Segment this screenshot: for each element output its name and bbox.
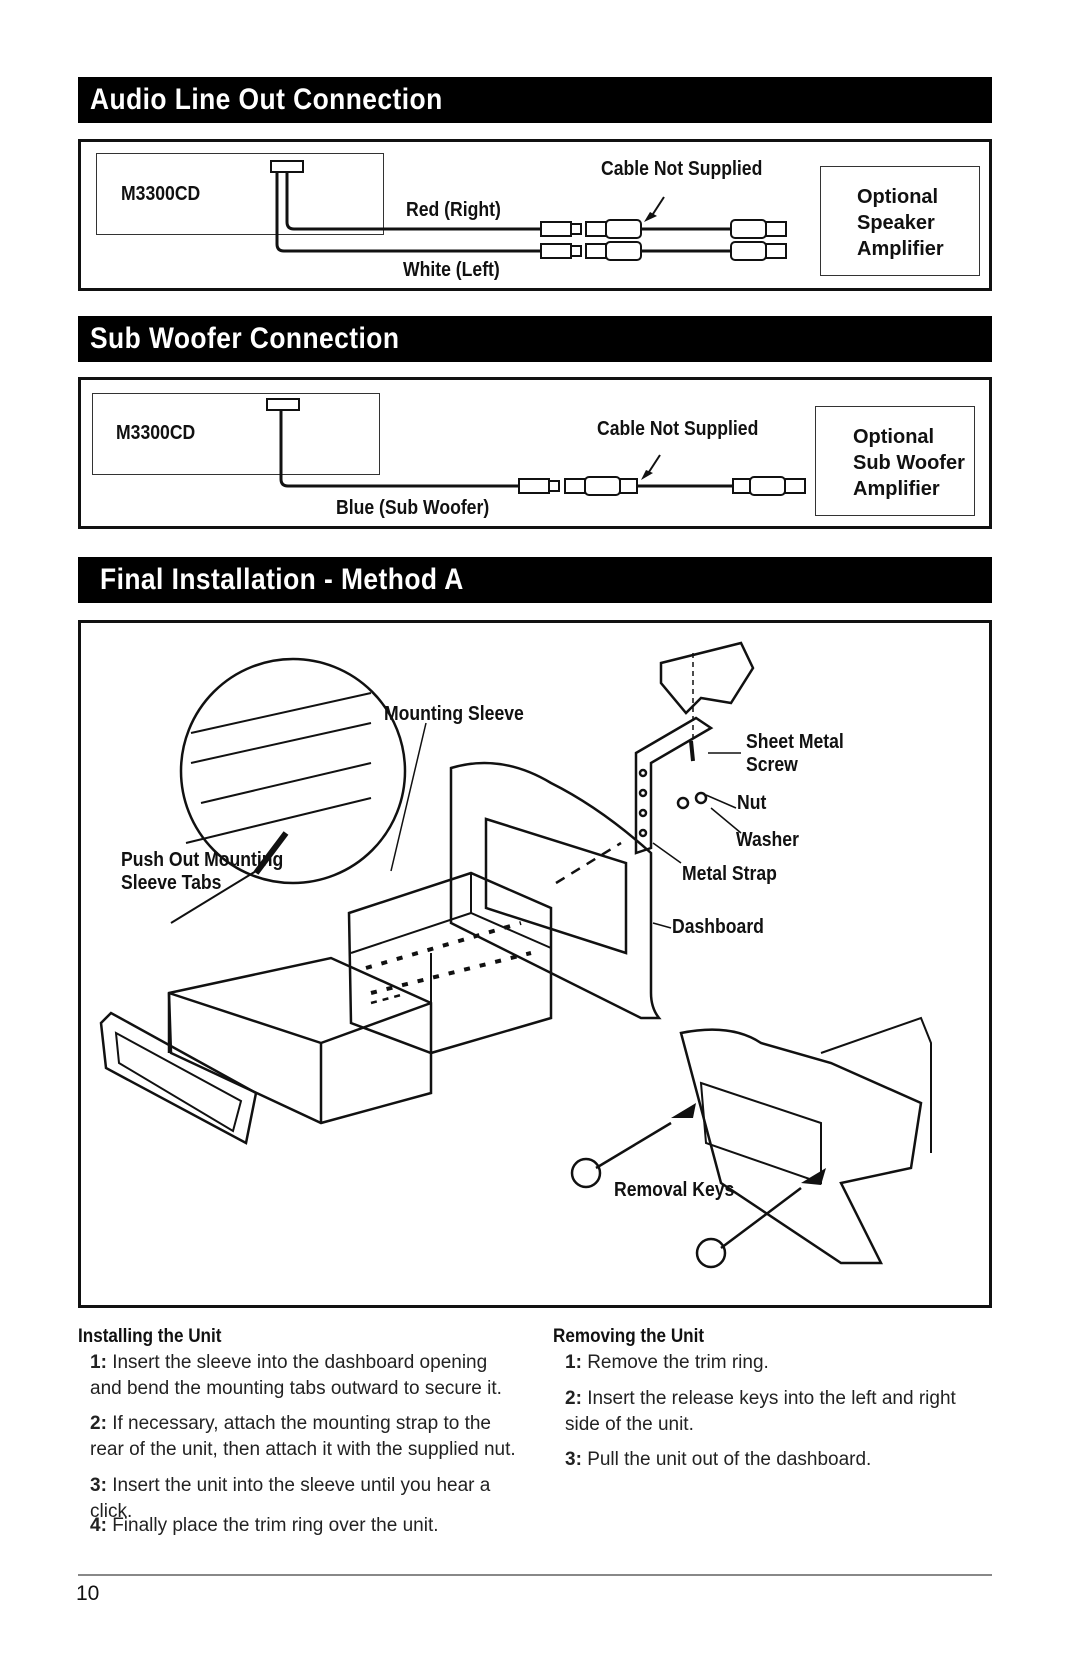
sub-woofer-diagram: M3300CD Blue (Sub Woofer) Cable Not Supp… [78, 377, 992, 529]
installing-step-2: 2: If necessary, attach the mounting str… [90, 1413, 516, 1460]
nut-label: Nut [737, 792, 767, 814]
unit-label: M3300CD [116, 422, 196, 444]
metal-strap-label: Metal Strap [682, 863, 777, 885]
installing-step-4: 4: Finally place the trim ring over the … [90, 1515, 439, 1536]
installing-heading: Installing the Unit [78, 1326, 222, 1347]
amplifier-label: Optional Speaker Amplifier [857, 186, 944, 260]
amplifier-label: Optional Sub Woofer Amplifier [853, 426, 965, 500]
removing-step-1: 1: Remove the trim ring. [565, 1352, 769, 1373]
section-title-sub-woofer: Sub Woofer Connection [78, 316, 992, 362]
mounting-sleeve-label: Mounting Sleeve [384, 703, 524, 725]
removing-step-3: 3: Pull the unit out of the dashboard. [565, 1449, 872, 1470]
red-right-label: Red (Right) [406, 199, 501, 221]
amplifier-box [815, 406, 975, 516]
removal-keys-label: Removal Keys [614, 1179, 735, 1201]
white-left-label: White (Left) [403, 259, 500, 281]
installing-step-1: 1: Insert the sleeve into the dashboard … [90, 1352, 502, 1399]
page-number: 10 [76, 1582, 100, 1605]
footer-rule [78, 1574, 992, 1576]
audio-line-out-diagram: M3300CD Red (Right) White (Left) Cable N… [78, 139, 992, 291]
installing-step-3: 3: Insert the unit into the sleeve until… [90, 1475, 491, 1522]
installation-illustration [99, 641, 932, 1269]
section-title-audio-line-out: Audio Line Out Connection [78, 77, 992, 123]
removing-heading: Removing the Unit [553, 1326, 705, 1347]
rca-cable-drawing [266, 398, 806, 496]
unit-label: M3300CD [121, 183, 201, 205]
cable-not-supplied-label: Cable Not Supplied [597, 418, 759, 440]
washer-label: Washer [736, 829, 799, 851]
head-unit-box [92, 393, 380, 475]
blue-sub-woofer-label: Blue (Sub Woofer) [336, 497, 490, 519]
rca-cable-drawing [270, 160, 787, 261]
head-unit-box [96, 153, 384, 235]
amplifier-box [820, 166, 980, 276]
section-title-final-installation: Final Installation - Method A [78, 557, 992, 603]
removing-step-2: 2: Insert the release keys into the left… [565, 1388, 956, 1435]
cable-not-supplied-label: Cable Not Supplied [601, 158, 763, 180]
dashboard-label: Dashboard [672, 916, 764, 938]
